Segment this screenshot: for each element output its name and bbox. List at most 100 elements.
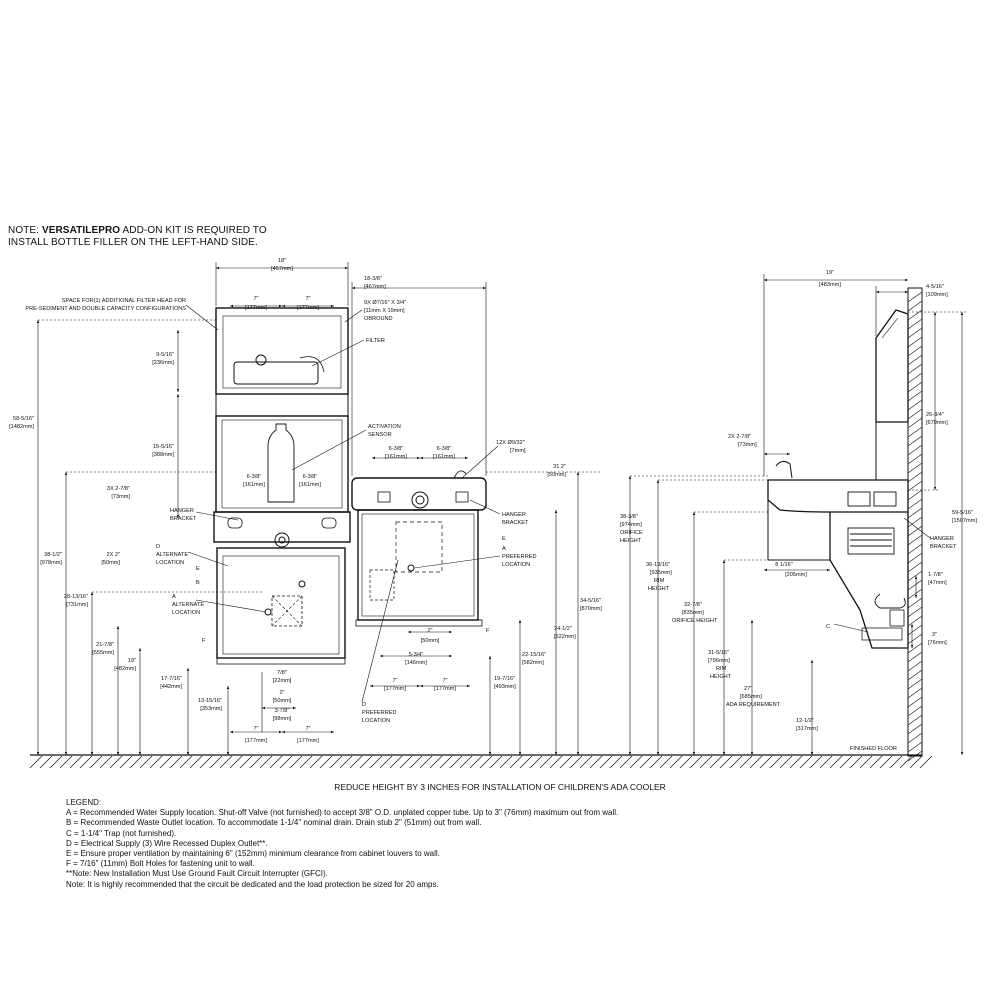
wall-hatch-line xyxy=(907,642,923,654)
wall-hatch-line xyxy=(907,381,923,393)
legend-item-b: B = Recommended Waste Outlet location. T… xyxy=(66,818,482,828)
floor-hatch-line xyxy=(379,755,393,769)
orifice-height-2: HEIGHT xyxy=(620,538,642,544)
dim-9-5-16: 9-5/16" xyxy=(156,352,174,358)
legend-note-gfci: **Note: New Installation Must Use Ground… xyxy=(66,869,328,879)
rear-dim-7a: 7" xyxy=(392,678,397,684)
floor-hatch-line xyxy=(779,755,793,769)
dimension-lines xyxy=(36,262,968,755)
dim-58-5-16: 58-5/16" xyxy=(13,416,34,422)
floor-hatch-line xyxy=(489,755,503,769)
note-line2: INSTALL BOTTLE FILLER ON THE LEFT-HAND S… xyxy=(8,237,258,248)
a-preferred-1: A xyxy=(502,546,506,552)
wall-hatch-line xyxy=(907,309,923,321)
floor-hatch-line xyxy=(459,755,473,769)
dim-19-side: 19" xyxy=(826,270,834,276)
dim-19-7-16: 19-7/16" xyxy=(494,676,515,682)
dim-12-1-2-mm: [317mm] xyxy=(796,726,818,732)
rear-dim-7b-mm: [177mm] xyxy=(434,686,456,692)
floor-hatch-line xyxy=(469,755,483,769)
filter-label: FILTER xyxy=(366,338,385,344)
dim-3x-2-7-8: 3X 2-7/8" xyxy=(107,486,130,492)
dim-7d-mm: [177mm] xyxy=(297,738,319,744)
dim-7a-mm: [177mm] xyxy=(245,305,267,311)
wall-hatch-line xyxy=(907,597,923,609)
floor-hatch-line xyxy=(569,755,583,769)
dim-36-13-16: 36-13/16" xyxy=(646,562,670,568)
floor-hatch-line xyxy=(449,755,463,769)
dim-3x-2-7-8-mm: [73mm] xyxy=(111,494,130,500)
floor-hatch-line xyxy=(739,755,753,769)
wall-hatch-line xyxy=(907,687,923,699)
floor-hatch-line xyxy=(699,755,713,769)
wall-hatch-line xyxy=(907,633,923,645)
floor-hatch-line xyxy=(149,755,163,769)
floor-hatch-line xyxy=(89,755,103,769)
dim-2-front: 2" xyxy=(279,690,284,696)
finished-floor-label: FINISHED FLOOR xyxy=(850,746,897,752)
dim-4-5-16: 4-5/16" xyxy=(926,284,944,290)
dim-19-side-mm: [483mm] xyxy=(819,282,841,288)
floor-hatch-line xyxy=(189,755,203,769)
floor-hatch-line xyxy=(849,755,863,769)
wall-hatch-line xyxy=(907,498,923,510)
wall-hatch-line xyxy=(907,741,923,753)
dim-38-1-2-mm: [978mm] xyxy=(40,560,62,566)
floor-hatch-line xyxy=(229,755,243,769)
dim-22-15-16: 22-15/16" xyxy=(522,652,546,658)
dim-7b: 7" xyxy=(305,296,310,302)
orifice-height-side: ORIFICE HEIGHT xyxy=(672,618,718,624)
floor-hatch-line xyxy=(239,755,253,769)
dim-2-front-mm: [50mm] xyxy=(273,698,292,704)
floor-hatch-line xyxy=(109,755,123,769)
floor-hatch-line xyxy=(99,755,113,769)
floor-hatch-line xyxy=(529,755,543,769)
wall-hatch-line xyxy=(907,696,923,708)
wall-hatch-line xyxy=(907,651,923,663)
legend-item-d: D = Electrical Supply (3) Wire Recessed … xyxy=(66,838,268,848)
floor-hatch-line xyxy=(519,755,533,769)
dim-8-1-16-mm: [205mm] xyxy=(785,572,807,578)
dim-15-5-16-mm: [388mm] xyxy=(152,452,174,458)
floor-hatch-line xyxy=(809,755,823,769)
dim-6-3-8a: 6-3/8" xyxy=(247,474,262,480)
wall-hatch-line xyxy=(907,588,923,600)
floor-hatch-line xyxy=(669,755,683,769)
dim-31-2: 31 2" xyxy=(553,464,566,470)
floor-hatch-line xyxy=(249,755,263,769)
dim-18: 18" xyxy=(278,258,286,264)
dim-12-1-2: 12-1/2" xyxy=(796,718,814,724)
wall-hatch-line xyxy=(907,345,923,357)
wall-hatch-line xyxy=(907,615,923,627)
dim-28-13-16: 28-13/16" xyxy=(64,594,88,600)
wall-hatch-line xyxy=(907,489,923,501)
hanger-bracket-rear-2: BRACKET xyxy=(502,520,529,526)
legend-item-c: C = 1-1/4" Trap (not furnished). xyxy=(66,828,177,838)
dim-3-7-8: 3-7/8" xyxy=(275,708,290,714)
floor-hatch-line xyxy=(169,755,183,769)
floor-hatch-line xyxy=(299,755,313,769)
floor-hatch-line xyxy=(869,755,883,769)
dim-7c-mm: [177mm] xyxy=(245,738,267,744)
rear-dim-6-3-8a: 6-3/8" xyxy=(389,446,404,452)
legend-note-circuit: Note: It is highly recommended that the … xyxy=(66,879,439,889)
floor-hatch-line xyxy=(619,755,633,769)
floor-hatch-line xyxy=(439,755,453,769)
floor-hatch-line xyxy=(679,755,693,769)
c-letter-side: C xyxy=(826,624,830,630)
rear-dim-2-mm: [50mm] xyxy=(421,638,440,644)
floor-hatch-line xyxy=(749,755,763,769)
wall-hatch-line xyxy=(907,462,923,474)
note-line1: ADD-ON KIT IS REQUIRED TO xyxy=(120,225,267,236)
rear-dim-2: 2" xyxy=(427,628,432,634)
dim-21-7-8: 21-7/8" xyxy=(96,642,114,648)
rear-view xyxy=(351,470,487,627)
dim-7d: 7" xyxy=(305,726,310,732)
wall-hatch-line xyxy=(907,336,923,348)
dim-59-5-16: 59-5/16" xyxy=(952,510,973,516)
dim-3-7-8-mm: [98mm] xyxy=(273,716,292,722)
dim-5-3-4-mm: [146mm] xyxy=(405,660,427,666)
floor-hatch-line xyxy=(259,755,273,769)
dim-7c: 7" xyxy=(253,726,258,732)
wall-hatch-line xyxy=(907,678,923,690)
